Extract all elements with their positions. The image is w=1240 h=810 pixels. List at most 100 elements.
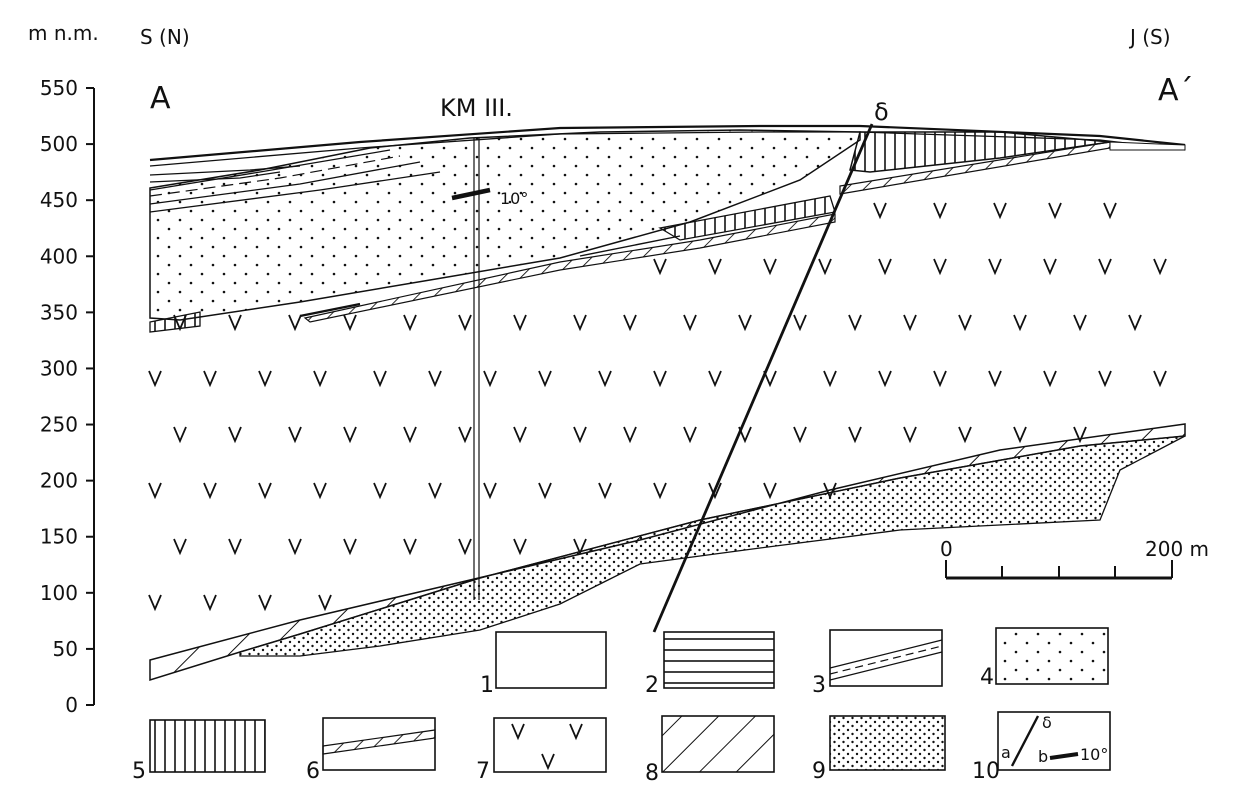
legend-number-3: 3: [812, 673, 826, 698]
v-symbol: [288, 426, 302, 444]
v-symbol: [428, 370, 442, 388]
y-tick-label: 450: [40, 188, 78, 212]
v-symbol: [288, 538, 302, 556]
v-symbol: [958, 426, 972, 444]
v-symbol: [683, 314, 697, 332]
v-symbol: [1153, 258, 1167, 276]
v-symbol: [823, 370, 837, 388]
legend-number-7: 7: [476, 759, 490, 784]
v-symbol: [1043, 370, 1057, 388]
borehole-label: KM III.: [440, 94, 513, 122]
v-symbol: [738, 314, 752, 332]
y-tick-label: 350: [40, 300, 78, 324]
v-symbol: [933, 258, 947, 276]
v-symbol: [1073, 314, 1087, 332]
v-symbol: [458, 538, 472, 556]
v-symbol: [228, 314, 242, 332]
y-tick-label: 0: [65, 693, 78, 717]
v-symbol: [343, 538, 357, 556]
v-symbol: [458, 426, 472, 444]
legend: 1 2 3 4 5 6 7 8: [132, 627, 1111, 786]
v-symbol: [793, 426, 807, 444]
v-symbol: [958, 314, 972, 332]
legend-10-fault-symbol: δ: [1042, 713, 1052, 732]
section-end-label: A´: [1158, 73, 1194, 108]
v-symbol: [1013, 314, 1027, 332]
v-symbol: [1098, 370, 1112, 388]
scale-bar: 0 200 m: [940, 537, 1209, 580]
v-symbol: [763, 258, 777, 276]
legend-swatch-8: [661, 715, 775, 773]
upper-sand-unit: [149, 129, 861, 321]
v-symbol: [1128, 314, 1142, 332]
legend-number-8: 8: [645, 761, 659, 786]
v-symbol: [1153, 370, 1167, 388]
v-symbol: [573, 426, 587, 444]
v-symbol: [288, 314, 302, 332]
v-symbol: [403, 314, 417, 332]
v-symbol: [1048, 202, 1062, 220]
lower-dense-dot-unit: [239, 435, 1186, 657]
v-symbol: [258, 370, 272, 388]
v-symbol: [428, 482, 442, 500]
v-symbol: [903, 314, 917, 332]
right-direction-label: J (S): [1128, 25, 1171, 49]
legend-number-1: 1: [480, 673, 494, 698]
v-symbol: [173, 426, 187, 444]
legend-10-b: b: [1038, 747, 1048, 766]
y-tick-label: 550: [40, 76, 78, 100]
v-symbol: [653, 258, 667, 276]
legend-number-6: 6: [306, 759, 320, 784]
v-symbol: [538, 370, 552, 388]
v-symbol: [988, 370, 1002, 388]
fault-line: [652, 123, 874, 633]
v-symbol: [903, 426, 917, 444]
legend-number-2: 2: [645, 673, 659, 698]
v-symbol: [878, 370, 892, 388]
legend-number-4: 4: [980, 665, 994, 690]
v-symbol: [313, 482, 327, 500]
v-symbol: [483, 482, 497, 500]
scale-end-label: 200 m: [1145, 537, 1209, 561]
v-symbol: [653, 482, 667, 500]
v-symbol: [1103, 202, 1117, 220]
v-symbol: [823, 482, 837, 500]
legend-10-a: a: [1001, 743, 1011, 762]
v-symbol: [763, 482, 777, 500]
dip-marker: 10°: [451, 187, 528, 208]
y-unit-label: m n.m.: [28, 21, 99, 45]
v-symbol: [173, 314, 187, 332]
v-symbol: [878, 258, 892, 276]
v-symbol: [148, 482, 162, 500]
y-tick-label: 250: [40, 413, 78, 437]
legend-number-10: 10: [972, 759, 1000, 784]
v-symbol: [653, 370, 667, 388]
v-symbol: [573, 314, 587, 332]
legend-swatch-6: [322, 717, 436, 771]
v-symbol: [483, 370, 497, 388]
legend-swatch-5: [149, 719, 266, 773]
v-symbol: [738, 426, 752, 444]
v-symbol: [623, 426, 637, 444]
v-symbol: [598, 370, 612, 388]
v-symbol: [203, 594, 217, 612]
y-tick-label: 200: [40, 469, 78, 493]
v-symbol: [873, 202, 887, 220]
v-symbol: [708, 258, 722, 276]
legend-swatch-3: [829, 629, 943, 687]
v-symbol: [933, 202, 947, 220]
v-symbol: [403, 426, 417, 444]
v-symbol: [848, 426, 862, 444]
v-symbol: [818, 258, 832, 276]
y-tick-label: 400: [40, 244, 78, 268]
v-symbol: [988, 258, 1002, 276]
v-symbol: [173, 538, 187, 556]
legend-10-dip: 10°: [1080, 745, 1108, 764]
v-symbol: [203, 370, 217, 388]
section-start-label: A: [150, 81, 171, 116]
legend-swatch-7: [493, 717, 607, 773]
v-symbol: [1073, 426, 1087, 444]
left-direction-label: S (N): [140, 25, 190, 49]
